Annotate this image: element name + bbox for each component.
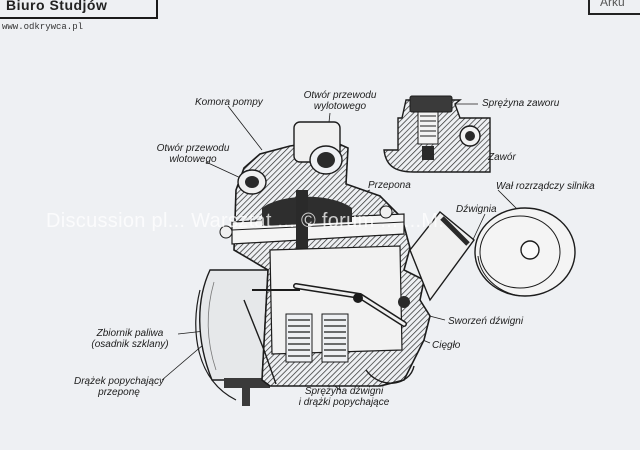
- label-sprezyna-dzwigni-line2: i drążki popychające: [298, 397, 390, 408]
- label-drazek-line1: Drążek popychający: [73, 376, 165, 387]
- label-sprezyna-dzwigni-line1: Sprężyna dźwigni: [304, 386, 384, 397]
- label-drazek-line2: przeponę: [98, 387, 140, 398]
- label-zbiornik-paliwa: Zbiornik paliwa (osadnik szklany): [80, 328, 180, 350]
- camshaft: [474, 207, 576, 297]
- label-komora-pompy: Komora pompy: [195, 97, 263, 108]
- label-sworzen-dzwigni: Sworzeń dźwigni: [448, 316, 524, 327]
- header-divider-rule: [588, 13, 640, 15]
- label-otwor-wlotowy: Otwór przewodu wlotowego: [150, 143, 236, 165]
- label-drazek-popychajacy: Drążek popychający przeponę: [66, 376, 172, 398]
- label-otwor-wlotowy-line1: Otwór przewodu: [156, 143, 230, 154]
- label-otwor-wylotowy: Otwór przewodu wylotowego: [300, 90, 380, 112]
- glass-bowl: [195, 269, 270, 406]
- label-zawor: Zawór: [488, 152, 516, 163]
- label-otwor-wylotowy-line2: wylotowego: [313, 101, 367, 112]
- header-title: Biuro Studjów: [6, 0, 108, 13]
- label-wal-rozrzadczy: Wał rozrządczy silnika: [496, 181, 595, 192]
- label-ciegło: Cięgło: [432, 340, 461, 351]
- header-title-box: Biuro Studjów: [0, 0, 158, 19]
- header-divider: [588, 0, 590, 14]
- source-url: www.odkrywca.pl: [2, 22, 84, 32]
- valve-inset: [383, 95, 491, 173]
- label-sprezyna-dzwigni: Sprężyna dźwigni i drążki popychające: [290, 386, 398, 408]
- label-otwor-wylotowy-line1: Otwór przewodu: [303, 90, 377, 101]
- watermark: Discussion pl... Warsztat ... © forum ..…: [46, 210, 445, 232]
- label-dzwignia: Dźwignia: [456, 204, 497, 215]
- pump-body: [219, 121, 475, 387]
- label-zbiornik-line2: (osadnik szklany): [91, 339, 169, 350]
- header-right-text: Arku: [600, 0, 625, 9]
- label-przepona: Przepona: [368, 180, 411, 191]
- label-otwor-wlotowy-line2: wlotowego: [169, 154, 217, 165]
- label-zbiornik-line1: Zbiornik paliwa: [96, 328, 164, 339]
- label-sprezyna-zaworu: Sprężyna zaworu: [482, 98, 560, 109]
